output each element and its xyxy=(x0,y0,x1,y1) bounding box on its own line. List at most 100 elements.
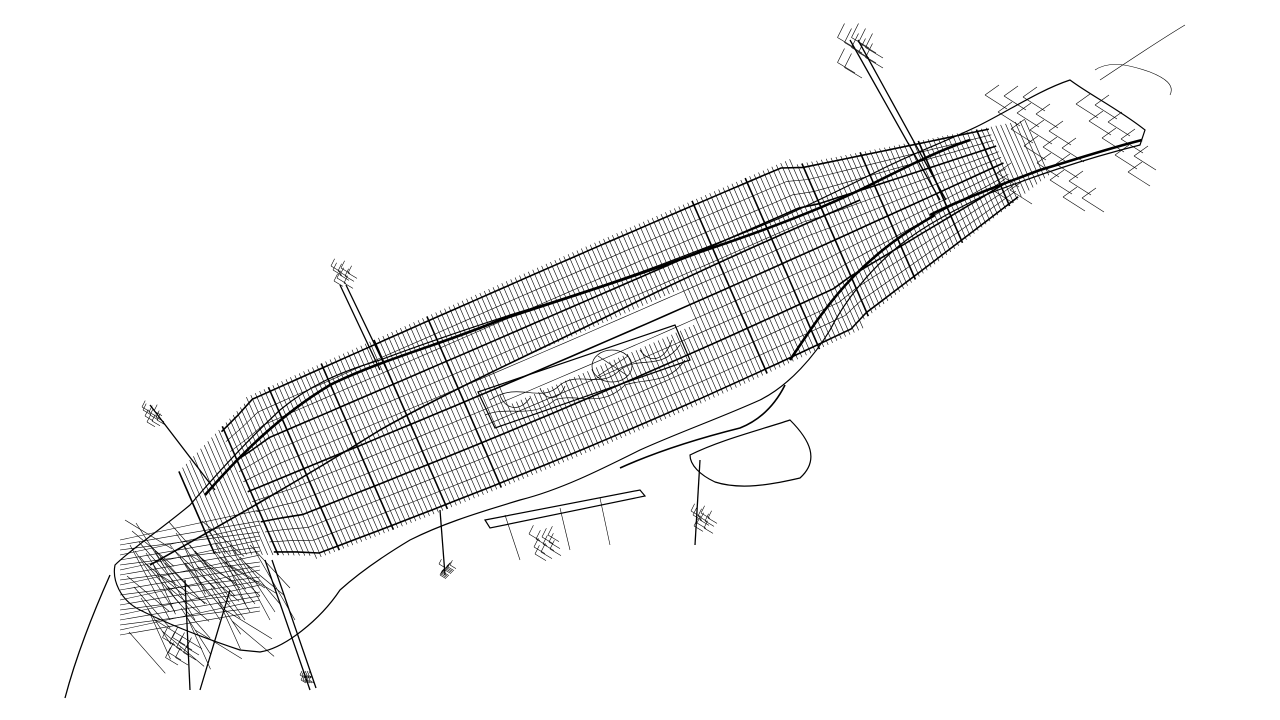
cluster-street xyxy=(347,265,352,274)
cross-street xyxy=(600,365,631,435)
downtown-street xyxy=(215,542,246,590)
downtown-street xyxy=(119,595,261,621)
cross-street xyxy=(679,330,711,400)
north-street xyxy=(1075,103,1099,119)
downtown-street xyxy=(119,561,261,581)
cluster-street xyxy=(534,545,540,555)
downtown-street xyxy=(244,562,286,597)
cluster-street xyxy=(837,23,845,38)
cluster-street xyxy=(439,574,447,579)
cross-street xyxy=(1024,119,1050,176)
cluster-street xyxy=(549,540,555,550)
cluster-street xyxy=(703,527,714,534)
cluster-street xyxy=(442,567,446,573)
north-street xyxy=(1061,137,1077,149)
cross-street xyxy=(189,459,231,555)
cluster-street xyxy=(844,67,863,79)
north-street xyxy=(1055,153,1071,165)
cluster-street xyxy=(441,572,449,577)
cross-street xyxy=(207,441,258,555)
cross-street xyxy=(505,281,538,352)
cluster-street xyxy=(533,538,539,548)
north-street xyxy=(1061,147,1085,163)
north-street xyxy=(1035,103,1051,115)
north-street xyxy=(997,111,1021,127)
cluster-street xyxy=(153,404,158,412)
cross-street xyxy=(620,231,653,302)
cluster-street xyxy=(696,522,707,529)
cluster-street xyxy=(438,563,446,568)
east-outcrop xyxy=(689,419,812,487)
cluster-street xyxy=(302,675,306,681)
downtown-street xyxy=(128,631,166,674)
cluster-street xyxy=(446,563,450,569)
north-street xyxy=(1035,113,1059,129)
avenue xyxy=(238,151,999,473)
north-street xyxy=(1081,187,1097,199)
cluster-street xyxy=(148,411,158,418)
downtown-street xyxy=(234,550,276,613)
downtown-street xyxy=(119,539,261,571)
downtown-street xyxy=(184,562,226,613)
cluster-street xyxy=(305,670,309,676)
cross-street xyxy=(501,283,533,354)
cluster-street xyxy=(146,421,156,428)
island-outline xyxy=(113,79,1146,653)
cluster-street xyxy=(440,569,444,575)
cross-street xyxy=(538,391,569,461)
cluster-street xyxy=(442,571,450,576)
cross-street xyxy=(643,221,675,293)
avenue xyxy=(273,196,1019,554)
cross-street xyxy=(609,361,640,431)
downtown-streets xyxy=(119,509,296,674)
downtown-street xyxy=(133,586,171,629)
cross-street xyxy=(492,287,524,358)
bridge-east-mid xyxy=(439,509,446,576)
cross-street xyxy=(607,236,639,308)
cross-street xyxy=(585,246,617,318)
avenue xyxy=(243,157,1002,483)
north-street xyxy=(1016,112,1040,128)
highways xyxy=(204,138,1143,496)
cluster-street xyxy=(449,564,457,569)
cluster-street xyxy=(703,520,708,529)
downtown-street xyxy=(189,554,238,584)
downtown-street xyxy=(144,562,186,597)
avenue xyxy=(225,134,992,442)
north-street xyxy=(1114,144,1130,156)
cluster-street xyxy=(540,543,546,553)
cluster-street xyxy=(153,410,163,417)
cross-street xyxy=(625,229,657,301)
cluster-street xyxy=(837,48,845,63)
cluster-street xyxy=(444,569,452,574)
north-street xyxy=(1009,189,1033,205)
north-tip-streets xyxy=(984,84,1157,213)
downtown-street xyxy=(199,556,241,589)
ferry-line xyxy=(64,574,111,699)
cluster-street xyxy=(547,526,553,536)
north-street xyxy=(990,178,1006,190)
cluster-street xyxy=(865,43,873,58)
cluster-street xyxy=(168,652,182,661)
bridge-downtown-2 xyxy=(199,589,231,691)
cluster-street xyxy=(707,517,718,524)
cross-street xyxy=(688,326,720,396)
cross-street xyxy=(556,384,587,454)
cluster-street xyxy=(700,505,705,514)
north-street xyxy=(1068,170,1084,182)
downtown-street xyxy=(119,565,261,591)
cross-street xyxy=(589,244,622,316)
north-street xyxy=(1048,120,1064,132)
cluster-street xyxy=(447,562,451,568)
avenue xyxy=(269,190,1016,543)
north-street xyxy=(1088,120,1112,136)
cluster-street xyxy=(144,415,154,422)
downtown-street xyxy=(147,608,171,660)
downtown-street xyxy=(119,554,261,586)
north-street xyxy=(1107,121,1131,137)
north-street xyxy=(1075,93,1091,105)
cross-street xyxy=(533,393,565,463)
cluster-street xyxy=(858,52,877,64)
